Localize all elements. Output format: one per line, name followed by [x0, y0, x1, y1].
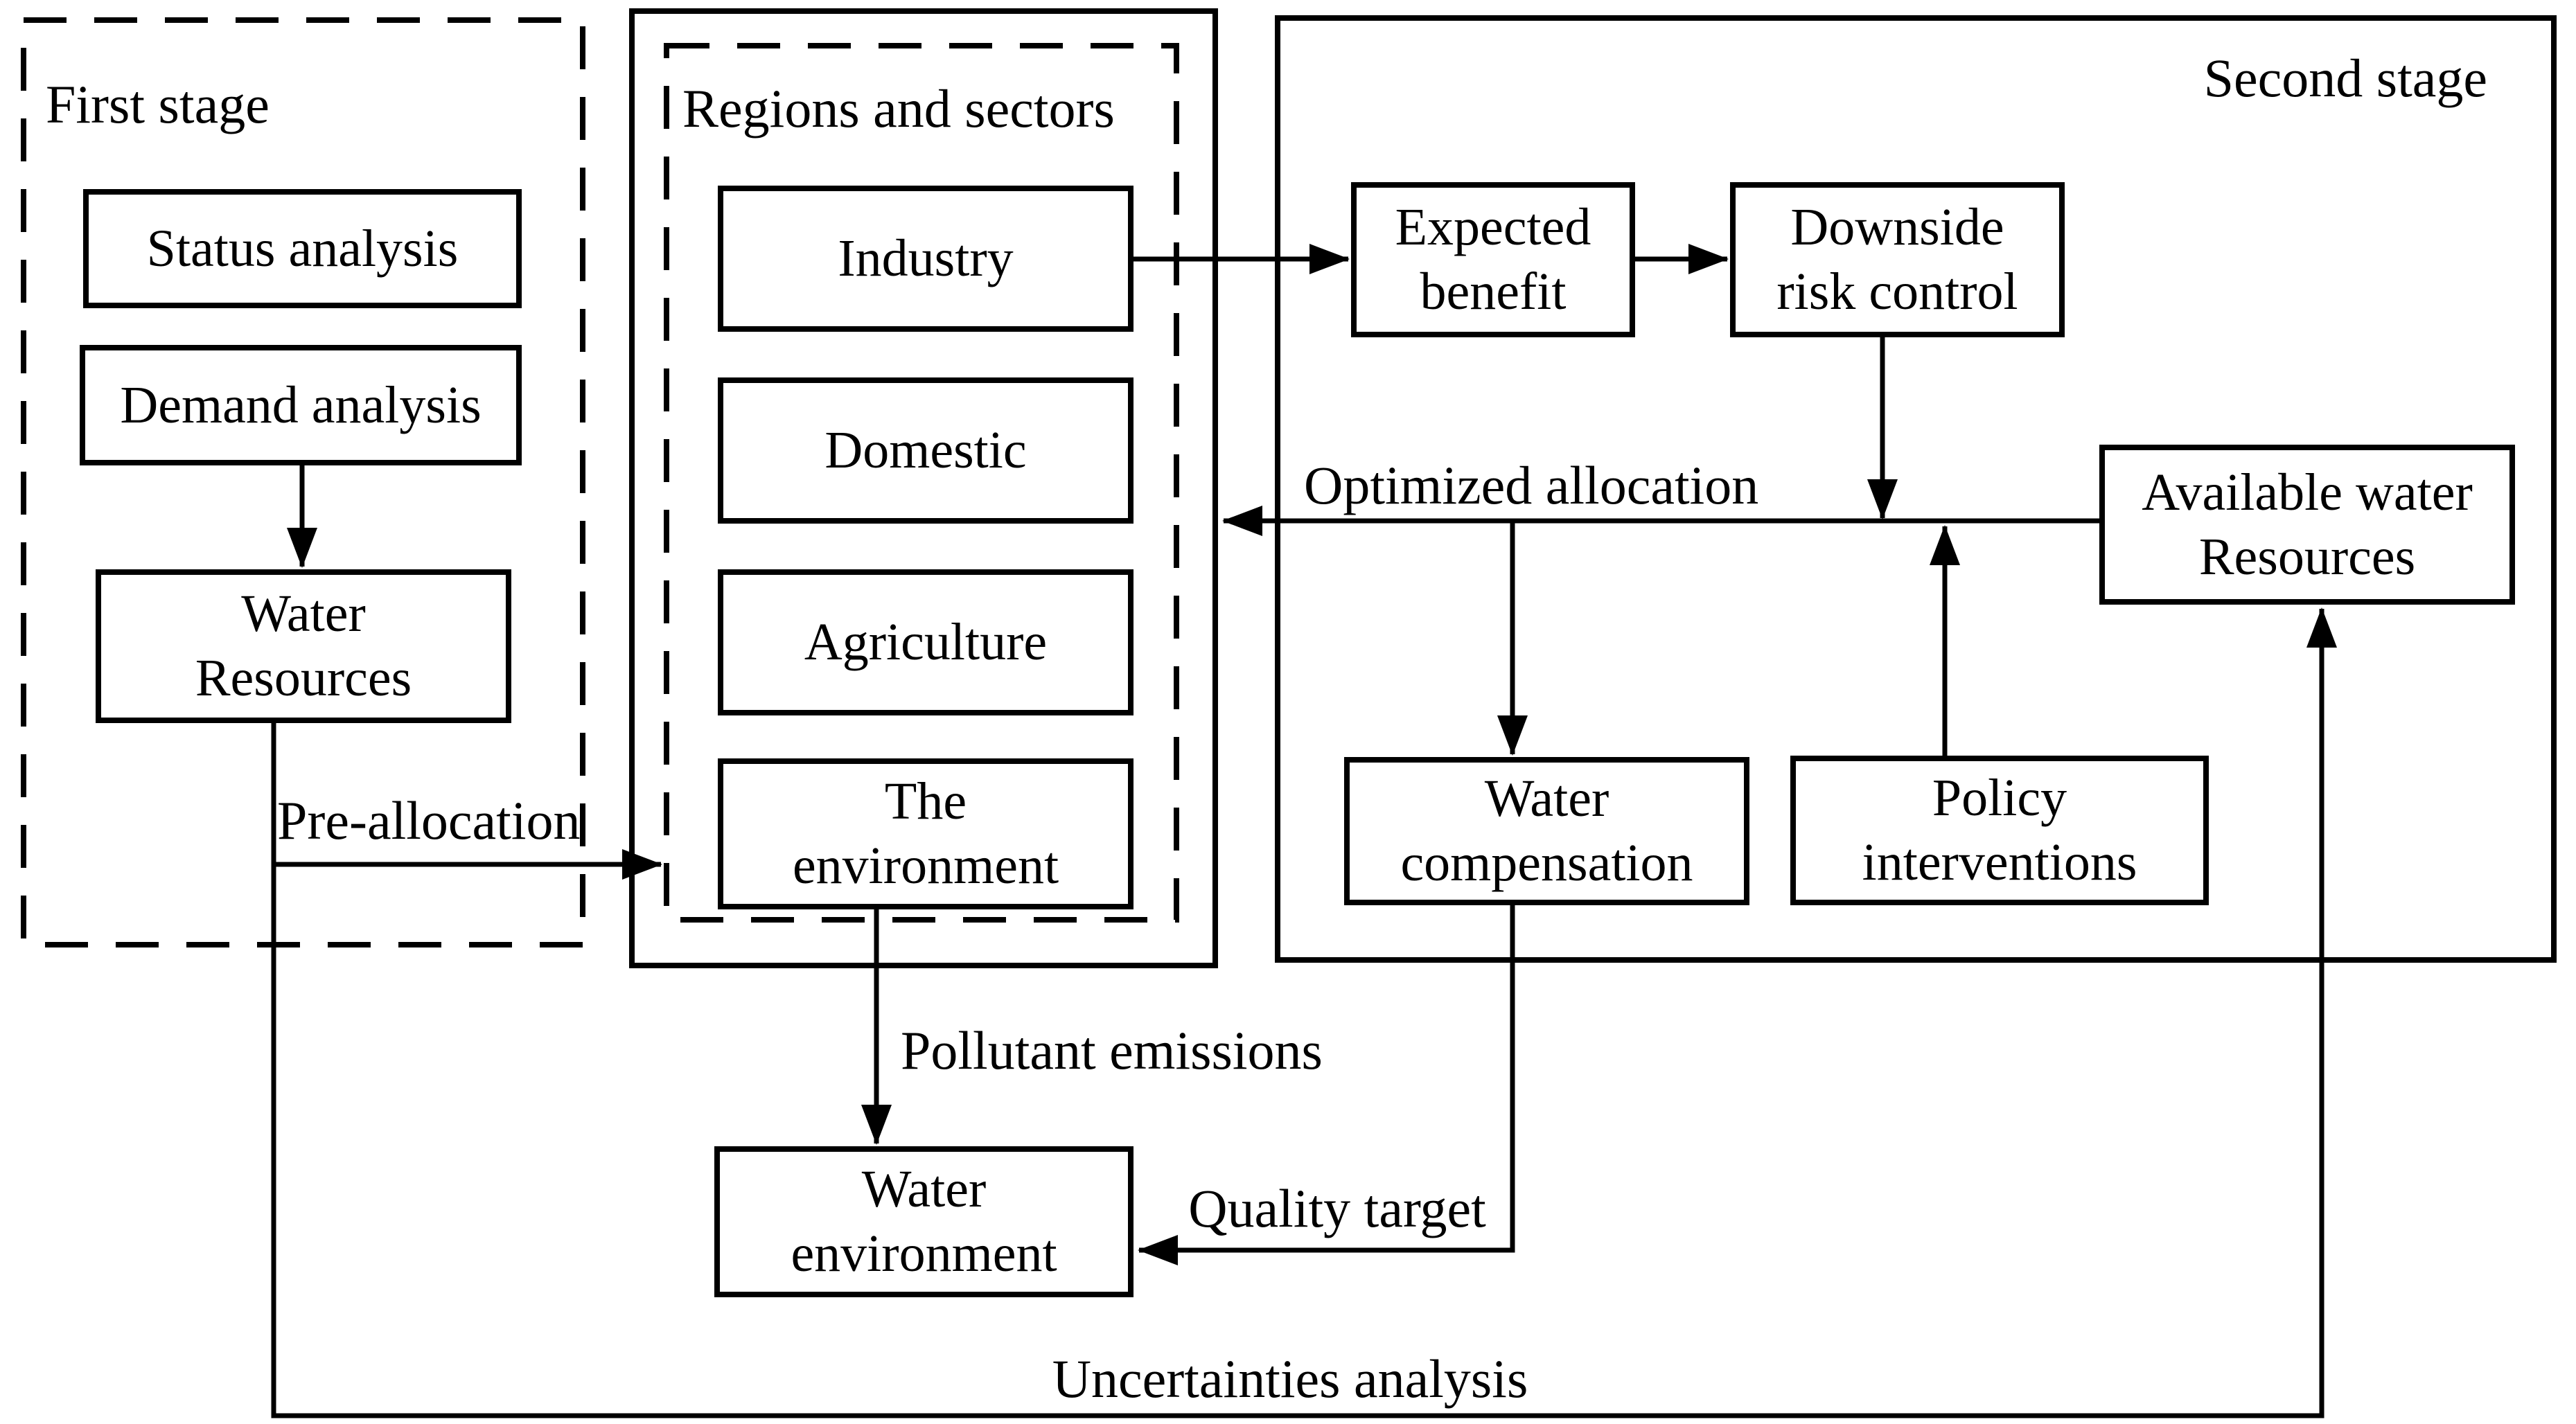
regions-outer-frame	[629, 8, 1218, 968]
status-analysis-box: Status analysis	[83, 189, 522, 308]
water-resources-box: Water Resources	[96, 569, 511, 723]
first-stage-title: First stage	[46, 74, 270, 134]
second-stage-frame	[1275, 15, 2557, 963]
available-water-resources-box: Available water Resources	[2099, 445, 2515, 605]
arrow-uncertainties-loop	[271, 607, 2337, 1418]
water-compensation-box: Water compensation	[1344, 757, 1749, 905]
first-stage-frame	[21, 17, 585, 947]
demand-analysis-box: Demand analysis	[80, 345, 522, 465]
regions-dashed-frame	[664, 43, 1179, 923]
agriculture-box: Agriculture	[718, 569, 1133, 715]
water-environment-box: Water environment	[714, 1146, 1133, 1297]
the-environment-box: The environment	[718, 758, 1133, 909]
optimized-allocation-label: Optimized allocation	[1304, 455, 1759, 515]
pre-allocation-label: Pre-allocation	[277, 790, 581, 851]
pollutant-emissions-label: Pollutant emissions	[901, 1020, 1323, 1080]
downside-risk-control-box: Downside risk control	[1730, 182, 2065, 337]
uncertainties-analysis-label: Uncertainties analysis	[1052, 1349, 1528, 1409]
industry-box: Industry	[718, 186, 1133, 332]
second-stage-title: Second stage	[2203, 48, 2487, 108]
arrow-water-compensation-to-water-environment	[1138, 905, 1515, 1265]
domestic-box: Domestic	[718, 377, 1133, 524]
quality-target-label: Quality target	[1188, 1178, 1486, 1238]
regions-sectors-title: Regions and sectors	[682, 78, 1115, 139]
expected-benefit-box: Expected benefit	[1351, 182, 1635, 337]
policy-interventions-box: Policy interventions	[1790, 756, 2209, 905]
